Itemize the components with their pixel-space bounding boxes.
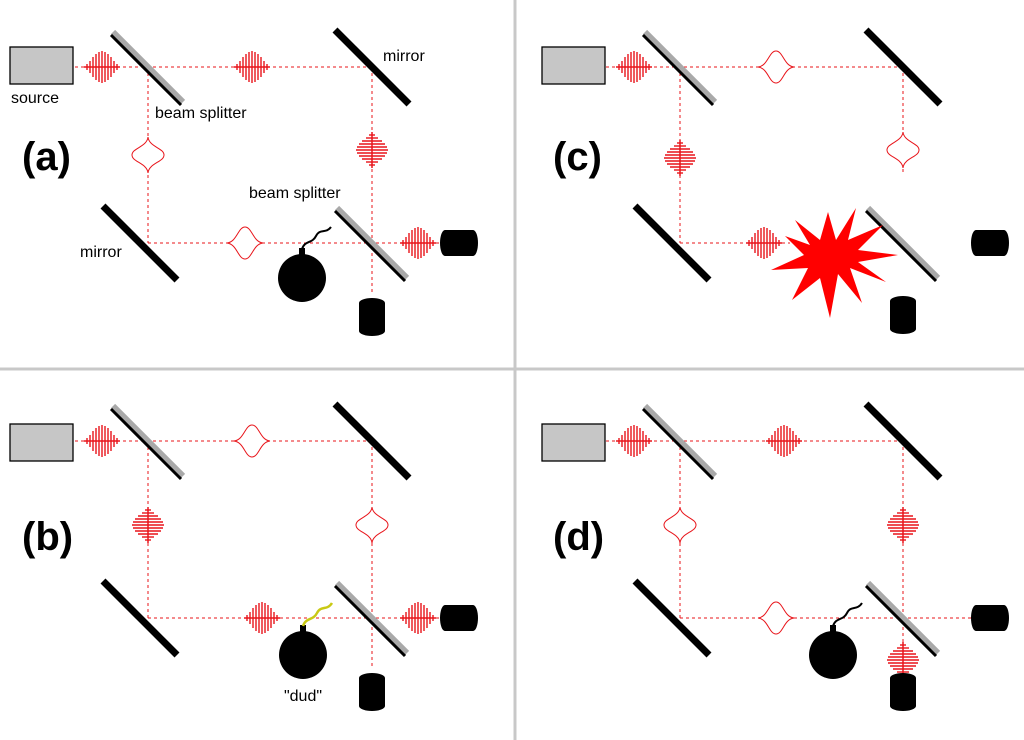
panel-b: "dud" A B (b) bbox=[9, 404, 478, 711]
detector-icon: B bbox=[440, 605, 478, 631]
detector-a-label: A bbox=[895, 680, 911, 706]
label-dud: "dud" bbox=[284, 688, 322, 705]
beam-splitter-2 bbox=[866, 208, 938, 281]
beam-splitter-1 bbox=[643, 32, 715, 105]
beam-splitter-2 bbox=[335, 208, 407, 281]
source-box bbox=[541, 423, 606, 462]
source-box bbox=[9, 46, 74, 85]
empty-wave-packet bbox=[226, 226, 264, 260]
empty-wave-packet bbox=[233, 424, 271, 458]
detector-icon: A bbox=[359, 298, 385, 336]
wave-packet bbox=[399, 601, 437, 635]
detector-b-label: B bbox=[985, 605, 1000, 631]
panel-d: A B (d) bbox=[541, 404, 1009, 711]
beam-paths bbox=[75, 66, 440, 292]
mirror-bottom bbox=[103, 581, 177, 655]
empty-wave-packet bbox=[757, 601, 795, 635]
panel-a: A B source beam splitter mirror mirror b… bbox=[9, 30, 478, 336]
beam-splitter-1 bbox=[643, 406, 715, 479]
wave-packet bbox=[663, 139, 697, 177]
wave-packet bbox=[83, 50, 121, 84]
wave-packet bbox=[615, 50, 653, 84]
wave-packet bbox=[233, 50, 271, 84]
wave-packet bbox=[765, 424, 803, 458]
beam-paths bbox=[606, 440, 972, 668]
source-box bbox=[541, 46, 606, 85]
panel-label: (c) bbox=[553, 135, 602, 179]
empty-wave-packet bbox=[355, 506, 389, 544]
label-mirror: mirror bbox=[383, 48, 425, 65]
detector-icon: A bbox=[890, 296, 916, 334]
mirror-bottom bbox=[103, 206, 177, 280]
detector-a-label: A bbox=[895, 303, 911, 329]
detector-icon: A bbox=[890, 673, 916, 711]
wave-packet bbox=[615, 424, 653, 458]
panel-label: (d) bbox=[553, 515, 604, 559]
label-source: source bbox=[11, 90, 59, 107]
panel-c: A B (c) bbox=[541, 30, 1009, 334]
detector-a-label: A bbox=[364, 305, 380, 331]
detector-icon: B bbox=[971, 230, 1009, 256]
wave-packet bbox=[131, 506, 165, 544]
empty-wave-packet bbox=[757, 50, 795, 84]
empty-wave-packet bbox=[131, 136, 165, 174]
beam-splitter-1 bbox=[111, 32, 183, 105]
mirror-bottom bbox=[635, 206, 709, 280]
source-box bbox=[9, 423, 74, 462]
wave-packet bbox=[886, 641, 920, 679]
wave-packet bbox=[355, 131, 389, 169]
beam-paths bbox=[75, 440, 440, 668]
mirror-bottom bbox=[635, 581, 709, 655]
detector-icon: B bbox=[440, 230, 478, 256]
label-beam-splitter: beam splitter bbox=[155, 105, 247, 122]
beam-paths bbox=[606, 66, 904, 244]
detector-icon: B bbox=[971, 605, 1009, 631]
detector-a-label: A bbox=[364, 680, 380, 706]
detector-icon: A bbox=[359, 673, 385, 711]
beam-splitter-1 bbox=[111, 406, 183, 479]
empty-wave-packet bbox=[886, 131, 920, 169]
bomb-icon bbox=[809, 602, 863, 679]
bomb-icon bbox=[278, 226, 332, 302]
dud-bomb-icon bbox=[279, 602, 334, 679]
wave-packet bbox=[745, 226, 783, 260]
wave-packet bbox=[399, 226, 437, 260]
label-beam-splitter: beam splitter bbox=[249, 185, 341, 202]
panel-label: (b) bbox=[22, 515, 73, 559]
empty-wave-packet bbox=[663, 506, 697, 544]
wave-packet bbox=[83, 424, 121, 458]
panel-label: (a) bbox=[22, 135, 71, 179]
beam-splitter-2 bbox=[335, 583, 407, 656]
label-mirror: mirror bbox=[80, 244, 122, 261]
wave-packet bbox=[243, 601, 281, 635]
wave-packet bbox=[886, 506, 920, 544]
detector-b-label: B bbox=[454, 230, 469, 256]
explosion-icon bbox=[771, 208, 898, 318]
detector-b-label: B bbox=[985, 230, 1000, 256]
detector-b-label: B bbox=[454, 605, 469, 631]
